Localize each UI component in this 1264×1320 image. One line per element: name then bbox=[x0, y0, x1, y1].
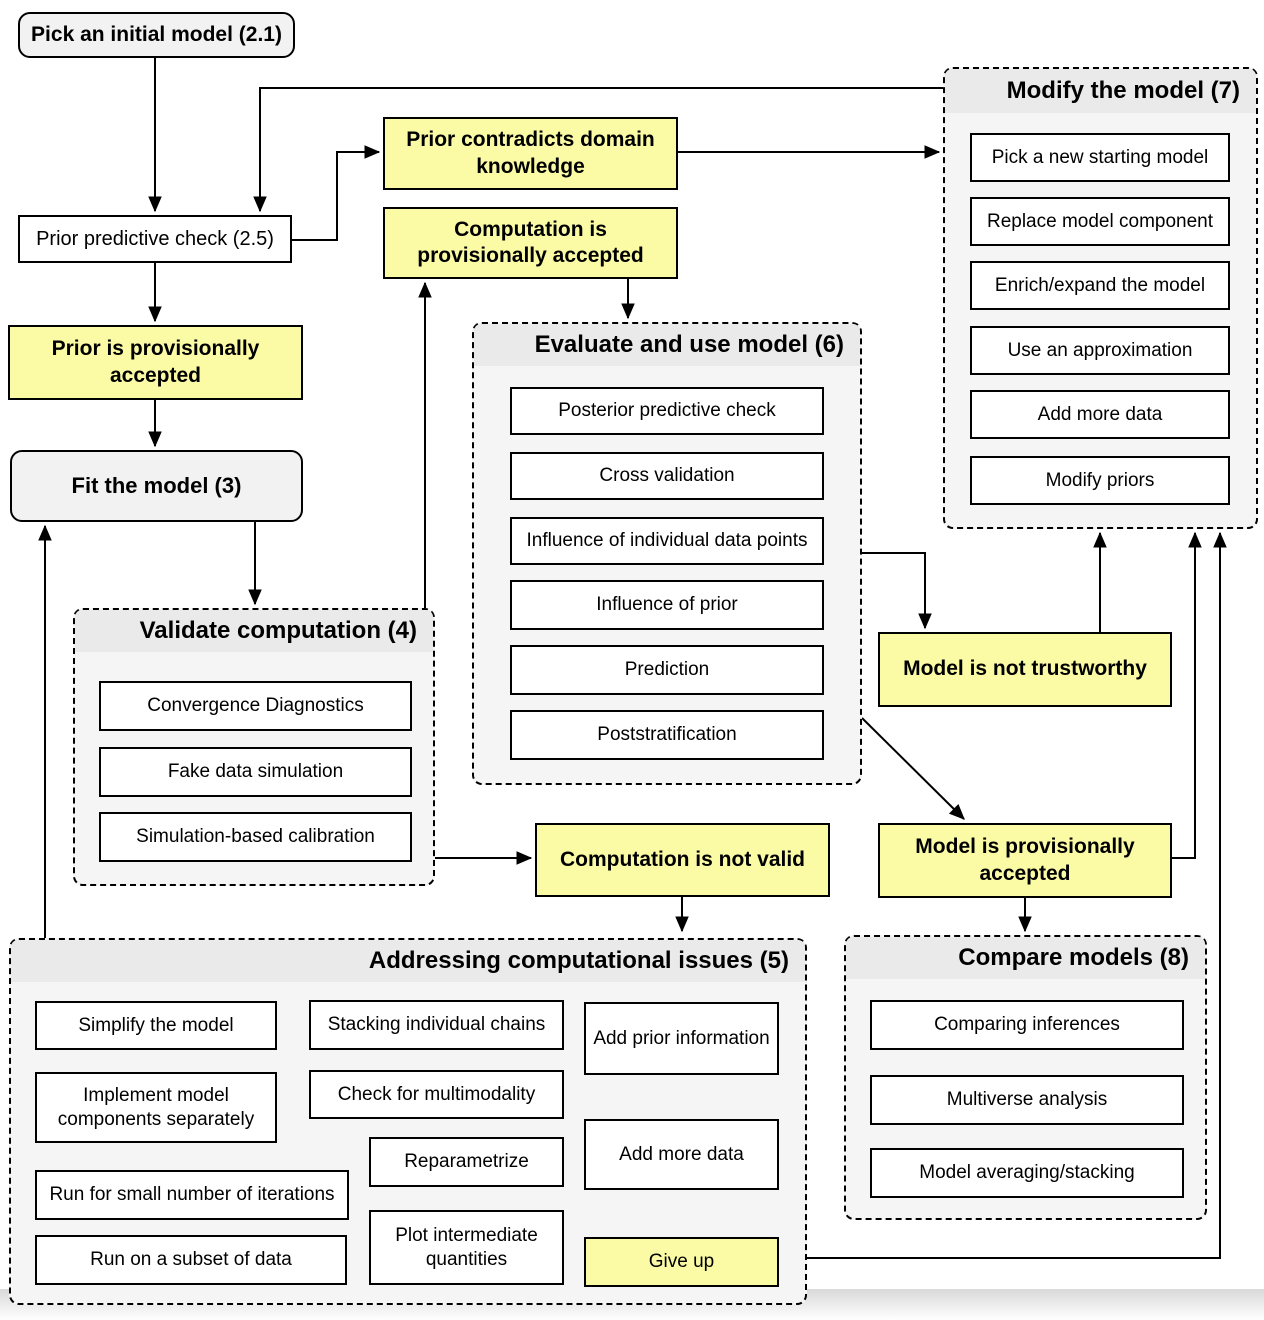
item-model-averaging-stacking: Model averaging/stacking bbox=[870, 1148, 1184, 1198]
item-plot-intermediate-quantities: Plot intermediate quantities bbox=[369, 1210, 564, 1285]
node-model-not-trustworthy: Model is not trustworthy bbox=[878, 632, 1172, 707]
evaluate-use-model-title: Evaluate and use model (6) bbox=[474, 324, 860, 366]
item-fake-data-simulation: Fake data simulation bbox=[99, 747, 412, 797]
node-pick-initial-model: Pick an initial model (2.1) bbox=[18, 12, 295, 58]
container-modify-the-model: Modify the model (7) Pick a new starting… bbox=[943, 67, 1258, 529]
item-convergence-diagnostics: Convergence Diagnostics bbox=[99, 681, 412, 731]
edge-modelaccepted-to-modify bbox=[1172, 531, 1202, 859]
item-enrich-expand-model: Enrich/expand the model bbox=[970, 261, 1230, 310]
validate-computation-title: Validate computation (4) bbox=[75, 610, 433, 652]
node-computation-not-valid: Computation is not valid bbox=[535, 823, 830, 897]
item-replace-model-component: Replace model component bbox=[970, 197, 1230, 246]
item-reparametrize: Reparametrize bbox=[369, 1137, 564, 1187]
node-fit-the-model: Fit the model (3) bbox=[10, 450, 303, 522]
edge-evaluate-to-modelaccepted bbox=[861, 717, 965, 820]
item-give-up: Give up bbox=[584, 1237, 779, 1287]
item-stacking-individual-chains: Stacking individual chains bbox=[309, 1000, 564, 1050]
node-prior-contradicts: Prior contradicts domain knowledge bbox=[383, 117, 678, 190]
container-addressing-computational-issues: Addressing computational issues (5) Simp… bbox=[9, 938, 807, 1305]
node-prior-provisionally-accepted: Prior is provisionally accepted bbox=[8, 325, 303, 400]
item-modify-add-more-data: Add more data bbox=[970, 390, 1230, 439]
item-use-an-approximation: Use an approximation bbox=[970, 326, 1230, 375]
item-cross-validation: Cross validation bbox=[510, 452, 824, 500]
item-simulation-based-calibration: Simulation-based calibration bbox=[99, 812, 412, 862]
item-comparing-inferences: Comparing inferences bbox=[870, 1000, 1184, 1050]
node-model-provisionally-accepted: Model is provisionally accepted bbox=[878, 823, 1172, 898]
item-run-small-number-iterations: Run for small number of iterations bbox=[35, 1170, 349, 1220]
item-add-prior-information: Add prior information bbox=[584, 1002, 779, 1075]
item-multiverse-analysis: Multiverse analysis bbox=[870, 1075, 1184, 1125]
item-addressing-add-more-data: Add more data bbox=[584, 1119, 779, 1190]
node-prior-predictive-check: Prior predictive check (2.5) bbox=[18, 215, 292, 263]
container-validate-computation: Validate computation (4) Convergence Dia… bbox=[73, 608, 435, 886]
item-simplify-the-model: Simplify the model bbox=[35, 1001, 277, 1050]
item-posterior-predictive-check: Posterior predictive check bbox=[510, 387, 824, 435]
addressing-computational-issues-title: Addressing computational issues (5) bbox=[11, 940, 805, 982]
compare-models-title: Compare models (8) bbox=[846, 937, 1205, 979]
modify-the-model-title: Modify the model (7) bbox=[945, 69, 1256, 113]
item-pick-new-starting-model: Pick a new starting model bbox=[970, 133, 1230, 182]
item-prediction: Prediction bbox=[510, 645, 824, 695]
node-computation-provisionally-accepted: Computation is provisionally accepted bbox=[383, 207, 678, 279]
item-check-for-multimodality: Check for multimodality bbox=[309, 1070, 564, 1119]
item-influence-individual-data-points: Influence of individual data points bbox=[510, 517, 824, 565]
container-compare-models: Compare models (8) Comparing inferences … bbox=[844, 935, 1207, 1220]
item-implement-components-separately: Implement model components separately bbox=[35, 1072, 277, 1143]
item-run-on-subset-of-data: Run on a subset of data bbox=[35, 1235, 347, 1285]
edge-priorcheck-to-priorcontradicts bbox=[292, 145, 381, 241]
item-modify-priors: Modify priors bbox=[970, 456, 1230, 505]
item-influence-of-prior: Influence of prior bbox=[510, 580, 824, 630]
item-poststratification: Poststratification bbox=[510, 710, 824, 760]
container-evaluate-use-model: Evaluate and use model (6) Posterior pre… bbox=[472, 322, 862, 785]
edge-evaluate-to-nottrustworthy bbox=[862, 552, 932, 630]
